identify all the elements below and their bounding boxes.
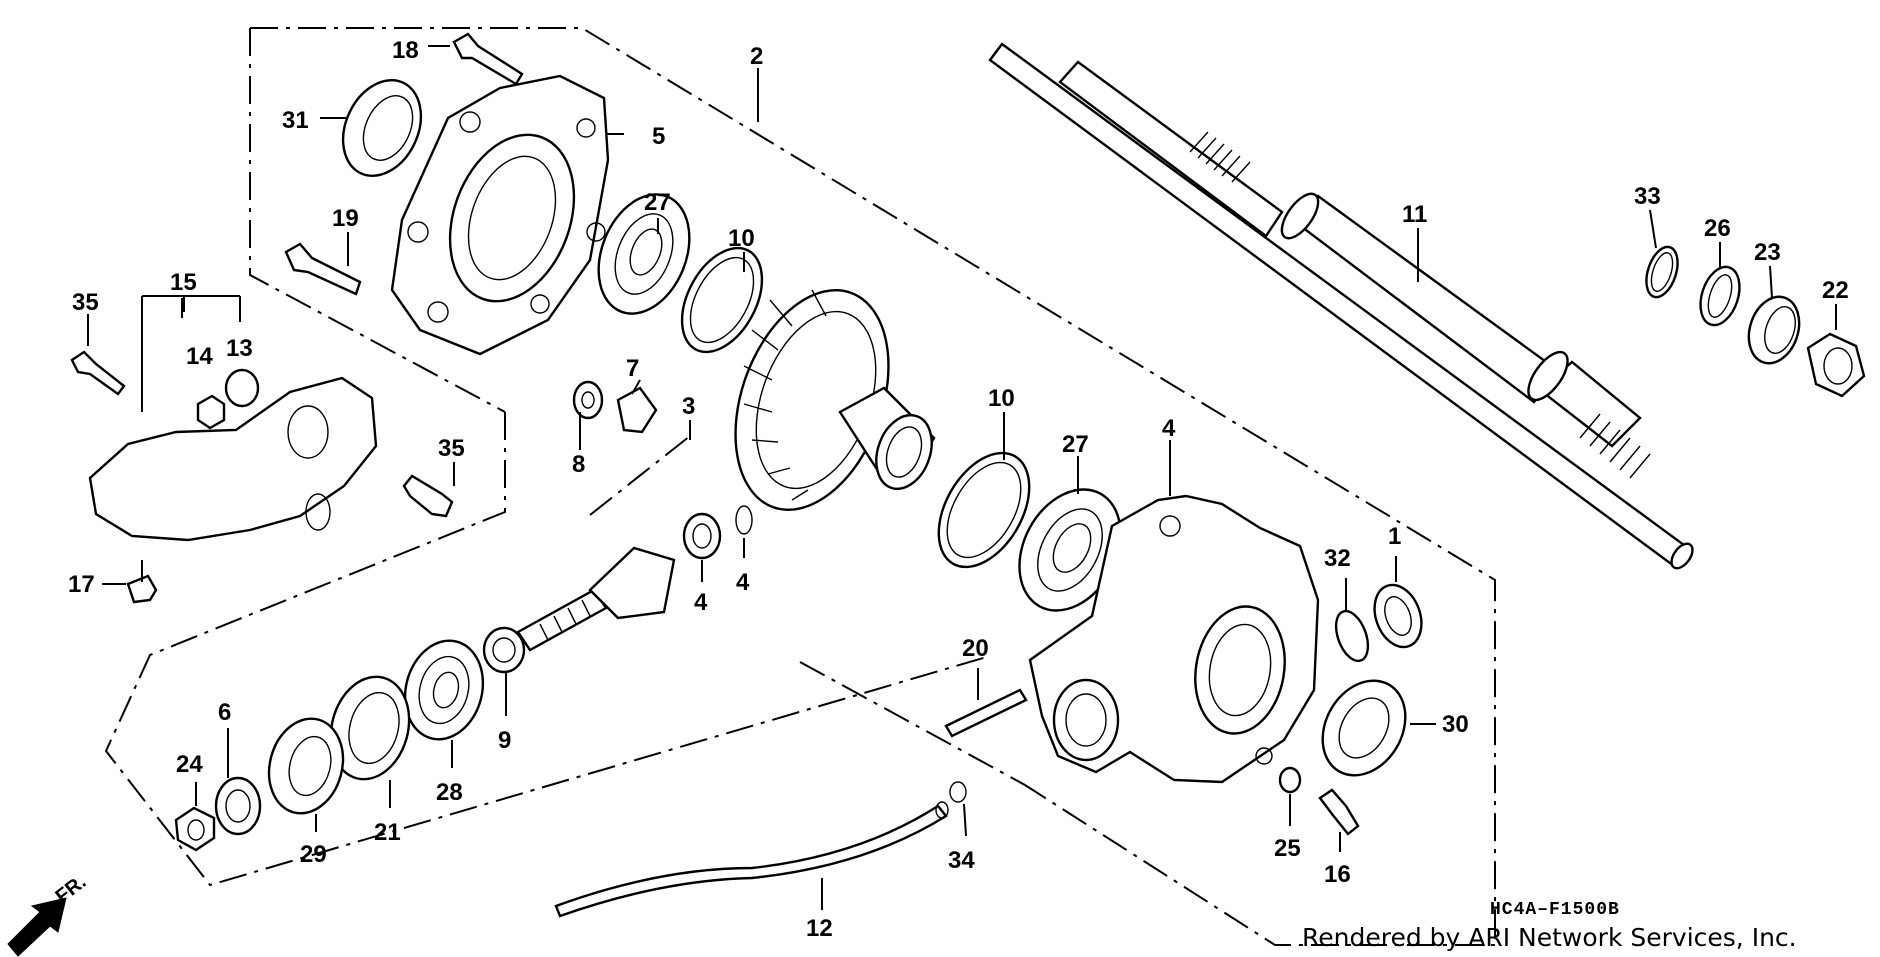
label-17: 17 [68,571,95,598]
label-3: 3 [682,393,695,420]
needle-bearing-4 [682,512,722,560]
label-22: 22 [1822,277,1849,304]
label-1: 1 [1388,523,1401,550]
front-direction-marker: FR. [7,871,90,957]
label-12: 12 [806,915,833,942]
label-20: 20 [962,635,989,662]
label-34: 34 [948,847,975,874]
bearing-27-top [597,193,691,315]
clamp-34 [949,781,967,803]
label-6: 6 [218,699,231,726]
label-26: 26 [1704,215,1731,242]
seal-29 [267,717,345,815]
label-4-ring: 4 [736,569,750,596]
label-8: 8 [572,451,585,478]
label-33: 33 [1634,183,1661,210]
ring-gear [734,289,936,511]
label-35-right: 35 [438,435,465,462]
label-23: 23 [1754,239,1781,266]
protector-15 [88,376,378,542]
label-10-middle: 10 [988,385,1015,412]
label-14: 14 [186,343,213,370]
diagram-code: HC4A–F1500B [1490,900,1620,920]
nut-24 [174,806,216,852]
label-29: 29 [300,841,327,868]
label-21: 21 [374,819,401,846]
final-gear-case [1028,494,1320,784]
label-30: 30 [1442,711,1469,738]
label-32: 32 [1324,545,1351,572]
label-4-case: 4 [1162,415,1176,442]
label-15: 15 [170,269,197,296]
label-18: 18 [392,37,419,64]
bolt-16 [1318,788,1360,836]
label-24: 24 [176,751,203,778]
seal-30 [1321,679,1407,777]
cap-13 [224,368,260,408]
bolt-18 [452,32,524,86]
bolt-17 [126,560,158,604]
bearing-21 [329,675,411,781]
label-9: 9 [498,727,511,754]
label-4-bearing: 4 [694,589,708,616]
washer-25 [1278,766,1302,794]
housing-cover [390,74,610,356]
ring-32 [1334,609,1370,663]
label-19: 19 [332,205,359,232]
front-arrow-icon [7,897,67,957]
cap-14 [196,394,226,430]
axle-nut-set [1645,245,1866,398]
bolt-35-left [70,350,126,396]
cap-1 [1373,583,1423,649]
washer-8 [572,380,604,420]
label-28: 28 [436,779,463,806]
bolt-35-right [402,474,454,518]
label-27-top: 27 [644,189,671,216]
label-13: 13 [226,335,253,362]
label-10-top: 10 [728,225,755,252]
pinion-gear [516,546,676,652]
washer-9 [482,626,526,674]
shim-10-middle [937,451,1031,569]
label-2: 2 [750,43,763,70]
stud-20 [944,688,1028,738]
callouts: 18 31 5 2 27 10 19 11 33 26 23 22 35 15 … [68,37,1849,942]
label-31: 31 [282,107,309,134]
label-11: 11 [1402,201,1427,228]
group-outlines [104,27,1496,946]
breather-tube [554,801,949,918]
label-25: 25 [1274,835,1301,862]
spline-joint-6 [214,776,262,836]
credit-line: Rendered by ARI Network Services, Inc. [1302,923,1797,952]
leader-lines [87,45,1837,910]
bolt-19 [284,242,362,296]
label-35-left: 35 [72,289,99,316]
oil-seal-31 [341,78,423,178]
label-27-middle: 27 [1062,431,1089,458]
label-7: 7 [626,355,639,382]
filter-7 [616,386,658,434]
axle-shaft [988,42,1694,570]
label-5: 5 [652,123,665,150]
bearing-28 [403,639,485,741]
snap-ring-4 [735,505,753,535]
label-16: 16 [1324,861,1351,888]
